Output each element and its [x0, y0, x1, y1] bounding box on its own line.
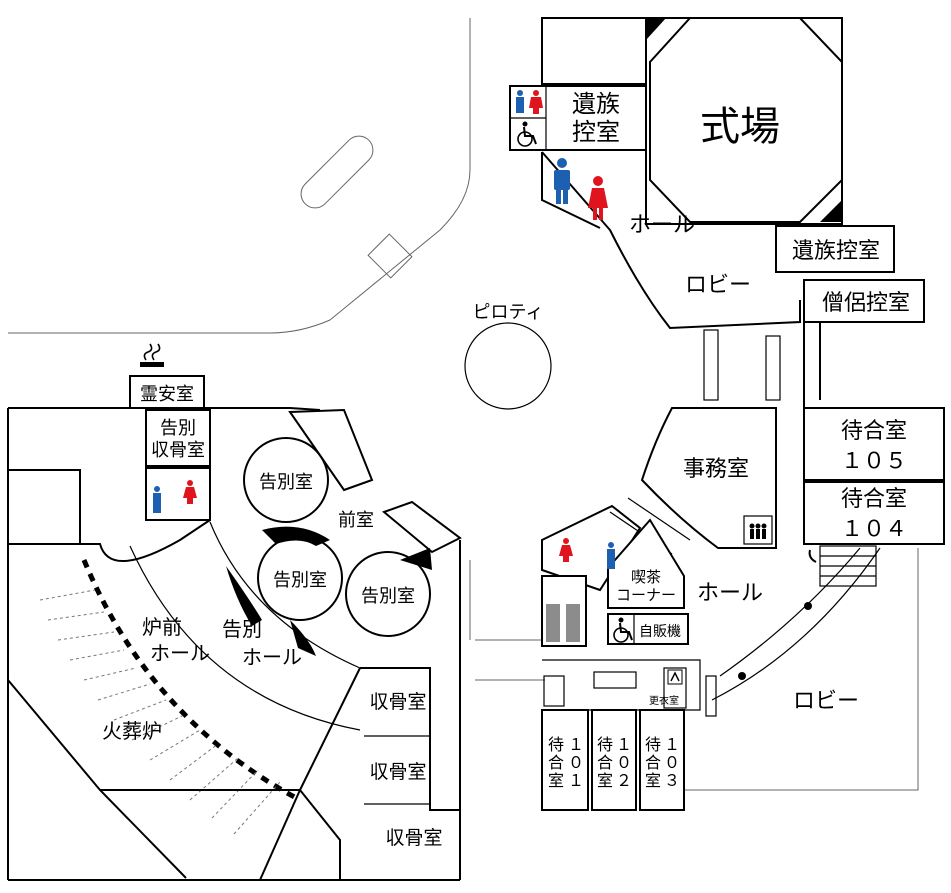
room-label: 待 — [548, 735, 564, 754]
wheelchair-icon — [517, 121, 537, 147]
room-label-machiai-102: 待 １ 合 ０ 室 ２ — [597, 735, 632, 790]
changing-icon — [667, 669, 683, 685]
room-label-kasoro: 火葬炉 — [102, 719, 162, 743]
restroom-icon — [516, 90, 543, 114]
room-label-izoku-hikae-2: 遺族控室 — [792, 239, 880, 264]
room-label-hall-1: ホール — [629, 213, 695, 238]
room-label: ０ — [664, 753, 680, 772]
room-label-kokubetsu-hall-b: ホール — [242, 645, 302, 669]
room-label: １ — [568, 735, 584, 754]
room-label-machiai-101: 待 １ 合 ０ 室 １ — [548, 735, 584, 790]
room-label-lobby-1: ロビー — [685, 273, 751, 298]
room-label: ０ — [568, 753, 584, 772]
room-label: １ — [568, 771, 584, 790]
room-label-zenshitsu: 前室 — [338, 510, 374, 531]
room-label-rozen-hall-b: ホール — [150, 641, 210, 665]
room-label-shukotsushitsu-1: 収骨室 — [369, 691, 426, 713]
cafe-area — [541, 504, 919, 791]
male-restroom-icon — [607, 542, 615, 569]
room-label-kissa-b: コーナー — [616, 586, 676, 604]
room-label-machiai-104a: 待合室 — [841, 487, 907, 512]
room-label-kokubetsushitsu-3: 告別室 — [361, 586, 415, 607]
room-label-machiai-104b: １０４ — [841, 517, 907, 542]
office-area — [609, 322, 945, 587]
male-restroom-icon — [554, 158, 570, 204]
room-label: ３ — [664, 771, 680, 790]
room-label: 合 — [548, 753, 564, 772]
farewell-room-3 — [345, 551, 431, 637]
room-label: 待 — [645, 735, 661, 754]
room-label: 待 — [597, 735, 613, 754]
room-label-koishitsu: 更衣室 — [649, 694, 679, 707]
male-restroom-icon — [153, 486, 161, 513]
ceremony-hall-octagon — [649, 17, 843, 223]
ceremony-area — [509, 17, 925, 401]
room-label: 合 — [645, 753, 661, 772]
room-label: 合 — [597, 753, 613, 772]
smoking-icon — [140, 343, 164, 367]
room-label-shukotsushitsu-2: 収骨室 — [369, 761, 426, 783]
area-label-piloti: ピロティ — [473, 302, 544, 323]
room-label-kokubetsu-hall-a: 告別 — [222, 617, 262, 641]
room-label-machiai-105a: 待合室 — [841, 419, 907, 444]
room-label-jihanki: 自販機 — [639, 624, 681, 640]
phone-icon — [808, 549, 817, 563]
room-label-kokubetsushitsu-2: 告別室 — [273, 570, 327, 591]
farewell-room-1 — [243, 437, 329, 523]
room-label-kokubetsu-shukotsu-a: 告別 — [160, 418, 196, 439]
room-label: １ — [664, 735, 680, 754]
room-label-shikijo: 式場 — [700, 104, 780, 150]
female-restroom-icon — [559, 538, 573, 562]
wheelchair-icon — [613, 617, 633, 643]
room-label-izoku-hikae-1b: 控室 — [572, 118, 620, 146]
room-label: 室 — [597, 771, 613, 790]
room-label-jimushitsu: 事務室 — [683, 457, 749, 482]
room-label-izoku-hikae-1a: 遺族 — [572, 90, 620, 118]
female-restroom-icon — [588, 176, 608, 220]
driveway-outline — [8, 18, 545, 681]
room-label-soryo-hikae: 僧侶控室 — [822, 291, 910, 316]
crematorium-area — [7, 375, 462, 881]
piloti-column — [464, 322, 552, 410]
room-label: ２ — [616, 771, 632, 790]
female-restroom-icon — [183, 480, 197, 504]
room-label-shukotsushitsu-3: 収骨室 — [385, 827, 442, 849]
room-label-kokubetsushitsu-1: 告別室 — [259, 472, 313, 493]
room-label-machiai-105b: １０５ — [841, 449, 907, 474]
room-label-reianshitsu: 霊安室 — [140, 384, 194, 405]
room-label-kissa-a: 喫茶 — [631, 568, 661, 586]
room-label: ０ — [616, 753, 632, 772]
room-label-machiai-103: 待 １ 合 ０ 室 ３ — [645, 735, 680, 790]
room-label: 室 — [645, 771, 661, 790]
room-label: 室 — [548, 771, 564, 790]
room-label-kokubetsu-shukotsu-b: 収骨室 — [151, 440, 205, 461]
elevator-box — [743, 515, 773, 545]
room-label-hall-2: ホール — [697, 581, 763, 606]
room-label-lobby-2: ロビー — [793, 689, 859, 714]
room-label-rozen-hall-a: 炉前 — [142, 615, 182, 639]
elevator-icon — [749, 523, 767, 539]
waiting-rooms-row — [541, 659, 717, 811]
room-label: １ — [616, 735, 632, 754]
